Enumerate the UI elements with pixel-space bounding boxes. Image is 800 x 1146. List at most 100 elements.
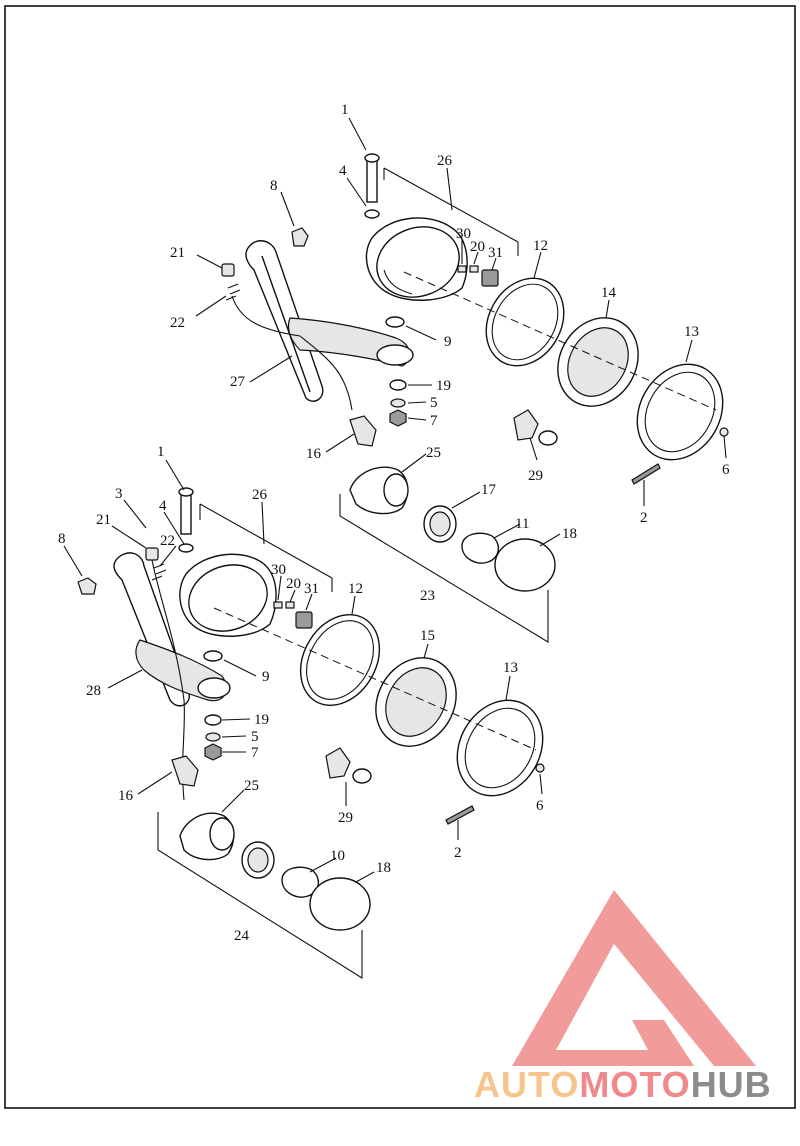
connector-21-bottom [145, 547, 159, 561]
retaining-ring-12-top [485, 277, 565, 367]
nut-7-top [389, 409, 407, 427]
callout-7-top: 7 [430, 413, 438, 429]
connector-31-top [481, 269, 499, 287]
callout-18-top: 18 [562, 526, 577, 542]
callout-20-bottom: 20 [286, 576, 301, 592]
watermark-logo [512, 890, 756, 1066]
trim-ring-13-top [636, 363, 724, 461]
callout-labels: 1 4 8 26 21 22 30 20 31 12 14 13 9 19 5 … [58, 102, 730, 944]
callout-18-bottom: 18 [376, 860, 391, 876]
callout-29-bottom: 29 [338, 810, 353, 826]
callout-19-bottom: 19 [254, 712, 269, 728]
callout-31-top: 31 [488, 245, 503, 261]
callout-4-bottom: 4 [159, 498, 167, 514]
callout-22-bottom: 22 [160, 533, 175, 549]
callout-11: 11 [515, 516, 529, 532]
callout-6-top: 6 [722, 462, 730, 478]
leader-lines [63, 117, 727, 883]
terminal-20-top [469, 265, 479, 273]
callout-24: 24 [234, 928, 250, 944]
callout-27: 27 [230, 374, 246, 390]
terminal-30-top [457, 265, 467, 273]
screw-6-bottom [535, 763, 545, 773]
callout-25-bottom: 25 [244, 778, 259, 794]
diagram-frame [4, 5, 796, 1109]
lockwasher-5-bottom [205, 732, 221, 742]
bolt-1-bottom [180, 493, 192, 535]
callout-28: 28 [86, 683, 101, 699]
washer-9-bottom [203, 650, 223, 662]
callout-8-bottom: 8 [58, 531, 66, 547]
screw-2-top [631, 463, 661, 485]
bulb-29-top [513, 409, 539, 441]
lens-18-bottom [309, 877, 371, 931]
washer-19-bottom [204, 714, 222, 726]
trim-ring-13-bottom [456, 699, 544, 797]
callout-5-top: 5 [430, 395, 438, 411]
acorn-nut-8-bottom [77, 577, 97, 595]
callout-25-top: 25 [426, 445, 441, 461]
callout-16-bottom: 16 [118, 788, 134, 804]
nut-7-bottom [204, 743, 222, 761]
screw-6-top [719, 427, 729, 437]
wire-22 [231, 295, 353, 411]
callout-4-top: 4 [339, 163, 347, 179]
logo-triangle-icon [512, 890, 756, 1066]
washer-4-bottom [178, 543, 194, 553]
lockwasher-5-top [390, 398, 406, 408]
bolt-1-top [366, 159, 378, 203]
callout-26-bottom: 26 [252, 487, 268, 503]
callout-2-bottom: 2 [454, 845, 462, 861]
watermark-hub: HUB [691, 1064, 772, 1105]
acorn-nut-8 [291, 227, 309, 247]
callout-12-top: 12 [533, 238, 548, 254]
callout-7-bottom: 7 [251, 745, 259, 761]
top-assembly [221, 153, 729, 643]
callout-8-top: 8 [270, 178, 278, 194]
callout-21-top: 21 [170, 245, 185, 261]
callout-31-bottom: 31 [304, 581, 319, 597]
callout-23: 23 [420, 588, 435, 604]
bottom-assembly [77, 487, 545, 979]
washer-9-top [385, 316, 405, 328]
clamp-16-bottom [171, 755, 199, 787]
washer-4-top [364, 209, 380, 219]
callout-30-bottom: 30 [271, 562, 286, 578]
watermark-moto: MOTO [579, 1064, 690, 1105]
callout-19-top: 19 [436, 378, 451, 394]
callout-29-top: 29 [528, 468, 543, 484]
callout-9-top: 9 [444, 334, 452, 350]
callout-6-bottom: 6 [536, 798, 544, 814]
callout-10: 10 [330, 848, 345, 864]
connector-31-bottom [295, 611, 313, 629]
callout-5-bottom: 5 [251, 729, 259, 745]
lens-18-top [494, 538, 556, 592]
callout-21-bottom: 21 [96, 512, 111, 528]
bulb-11 [461, 532, 499, 564]
callout-22-top: 22 [170, 315, 185, 331]
callout-1-top: 1 [341, 102, 349, 118]
washer-19-top [389, 379, 407, 391]
callout-14: 14 [601, 285, 617, 301]
callout-15: 15 [420, 628, 435, 644]
bulb-29-bottom [325, 747, 351, 779]
callout-12-bottom: 12 [348, 581, 363, 597]
bulb-10 [281, 866, 319, 898]
callout-16-top: 16 [306, 446, 322, 462]
terminal-20-bottom [285, 601, 295, 609]
callout-13-top: 13 [684, 324, 699, 340]
callout-2-top: 2 [640, 510, 648, 526]
connector-21 [221, 263, 235, 277]
screw-2-bottom [445, 805, 475, 825]
watermark-text: AUTOMOTOHUB [474, 1064, 772, 1105]
callout-13-bottom: 13 [503, 660, 518, 676]
callout-17: 17 [481, 482, 497, 498]
callout-1-bottom: 1 [157, 444, 165, 460]
callout-30-top: 30 [456, 226, 471, 242]
callout-9-bottom: 9 [262, 669, 270, 685]
callout-3: 3 [115, 486, 123, 502]
callout-20-top: 20 [470, 239, 485, 255]
terminal-30-bottom [273, 601, 283, 609]
callout-26-top: 26 [437, 153, 453, 169]
